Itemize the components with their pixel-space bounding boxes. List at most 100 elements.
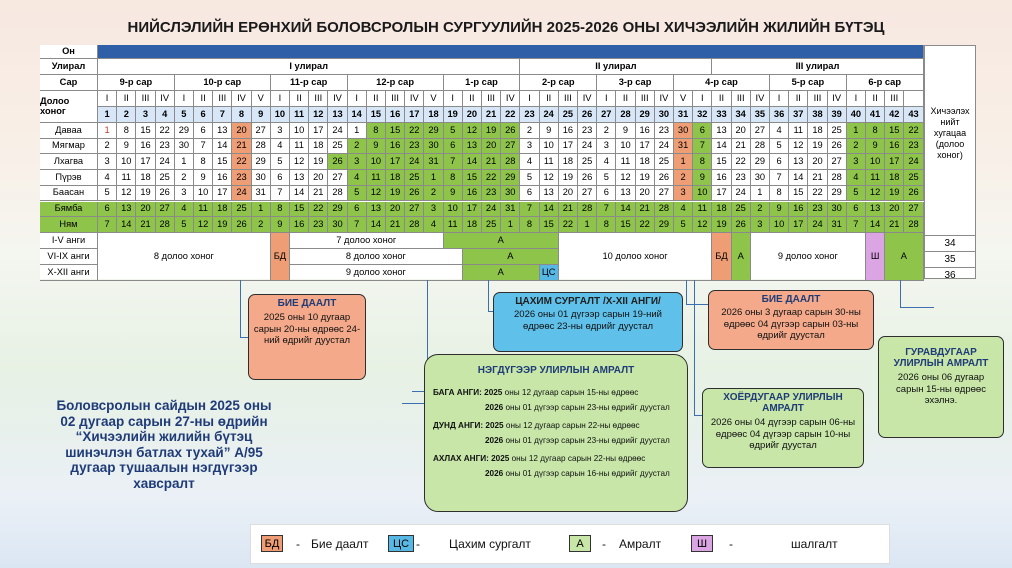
day-cell: 4 [520,154,540,171]
week-number: 31 [674,107,694,123]
day-cell: 22 [405,123,425,139]
week-roman: III [386,91,406,107]
day-cell: 16 [712,170,732,186]
box-third-term-break: ГУРАВДУГААР УЛИРЛЫН АМРАЛТ 2026 оны 06 д… [878,336,1004,438]
day-cell: 24 [482,201,502,218]
week-roman: III [885,91,905,107]
day-cell: 28 [654,201,674,218]
row-label-month: Сар [40,75,98,91]
week-roman: IV [654,91,674,107]
day-cell: 4 [674,201,694,218]
day-cell: 9 [194,170,214,186]
week-number: 27 [597,107,617,123]
day-cell: 12 [290,154,310,171]
day-cell: 7 [693,138,713,155]
week-number: 4 [155,107,175,123]
week-roman: V [251,91,271,107]
week-number: 35 [750,107,770,123]
day-cell: 27 [405,201,425,218]
day-cell: 15 [213,154,233,171]
day-cell: 28 [251,138,271,155]
day-cell: 11 [789,123,809,139]
week-roman: II [539,91,559,107]
week-roman: I [846,91,866,107]
day-cell: 9 [770,201,790,218]
first-break-line: 2026 оны 01 дүгээр сарын 23-ны өдрийг ду… [485,436,670,445]
day-cell: 10 [194,185,214,202]
day-cell: 3 [750,217,770,233]
box-first-term-break-title: НЭГДҮГЭЭР УЛИРЛЫН АМРАЛТ [477,365,635,376]
day-cell: 2 [174,170,194,186]
day-cell: 30 [674,123,694,139]
week-number: 28 [616,107,636,123]
box-second-term-break-text: 2026 оны 04 дүгээр сарын 06-ны өдрөөс 04… [710,417,856,451]
day-cell: 12 [194,217,214,233]
day-cell: 2 [520,123,540,139]
week-number: 10 [270,107,290,123]
day-cell: 17 [885,154,905,171]
week-number: 9 [251,107,271,123]
day-label: Мягмар [40,138,98,155]
day-cell: 5 [174,217,194,233]
week-number: 33 [712,107,732,123]
day-cell: 1 [674,154,694,171]
day-cell: 6 [347,201,367,218]
box-online-learning-title: ЦАХИМ СУРГАЛТ /X-XII АНГИ/ [515,296,661,307]
week-number: 13 [328,107,348,123]
day-cell: 29 [501,170,521,186]
first-break-line: АХЛАХ АНГИ: 2025 оны 12 дугаар сарын 22-… [433,454,646,463]
day-cell: 19 [808,138,828,155]
span-independent-2: БД [712,233,732,281]
connector-third [900,280,934,308]
grade-label: I-V анги [40,233,98,249]
day-cell: 28 [904,217,924,233]
box-first-term-break: НЭГДҮГЭЭР УЛИРЛЫН АМРАЛТ БАГА АНГИ: 2025… [424,354,688,512]
legend-independent-swatch: БД [261,535,283,552]
day-cell: 18 [808,123,828,139]
day-cell: 23 [155,138,175,155]
box-independent-study-2: БИЕ ДААЛТ 2026 оны 3 дугаар сарын 30-ны … [708,290,874,350]
week-number: 30 [654,107,674,123]
day-cell: 8 [693,154,713,171]
legend-sep: - [296,537,300,551]
day-cell: 13 [213,123,233,139]
month-cell: 4-р сар [674,75,770,91]
span-7-weeks: 7 долоо хоног [290,233,444,249]
day-cell: 20 [635,185,655,202]
week-number: 16 [386,107,406,123]
day-label: Ням [40,217,98,233]
week-roman: III [482,91,502,107]
day-cell: 6 [443,138,463,155]
day-cell: 24 [578,138,598,155]
day-cell: 13 [539,185,559,202]
day-label: Бямба [40,201,98,218]
day-cell: 11 [290,138,310,155]
box-independent-study-1: БИЕ ДААЛТ 2025 оны 10 дугаар сарын 20-ны… [248,294,366,380]
day-cell: 29 [251,154,271,171]
month-cell: 12-р сар [347,75,444,91]
day-cell: 14 [616,201,636,218]
day-cell: 6 [846,201,866,218]
day-cell: 4 [270,138,290,155]
day-cell: 29 [654,217,674,233]
day-cell: 14 [789,170,809,186]
week-number: 12 [309,107,329,123]
week-number: 34 [731,107,751,123]
span-9-weeks-b: 9 долоо хоног [750,233,866,281]
total-grades-1-5: 34 [925,235,975,251]
day-cell: 18 [136,170,156,186]
day-cell: 3 [98,154,118,171]
week-roman: IV [750,91,770,107]
week-number: 26 [578,107,598,123]
total-weeks-label: Хичээлэх нийт хугацаа (долоо хоног) [930,106,970,160]
term-cell: III улирал [712,59,924,75]
day-cell: 5 [520,170,540,186]
day-cell: 10 [443,201,463,218]
day-cell: 1 [251,201,271,218]
day-cell: 26 [501,123,521,139]
day-cell: 16 [136,138,156,155]
day-label: Лхагва [40,154,98,171]
first-break-line: 2026 оны 01 дүгээр сарын 16-ны өдрийг ду… [485,469,670,478]
day-cell: 9 [366,138,386,155]
span-9-weeks: 9 долоо хоног [290,265,463,281]
